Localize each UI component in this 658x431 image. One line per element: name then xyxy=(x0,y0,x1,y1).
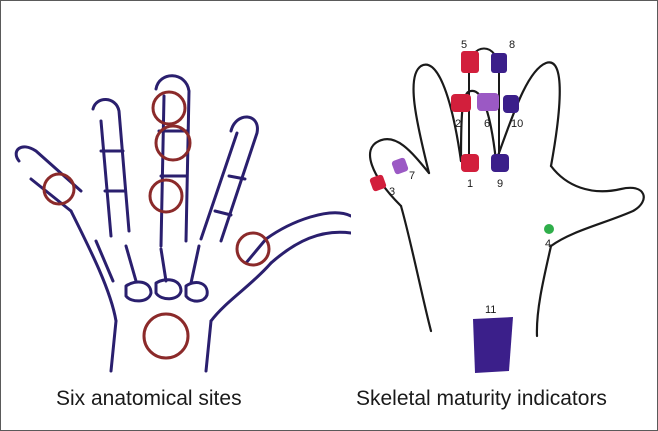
label-5: 5 xyxy=(461,39,467,51)
label-6: 6 xyxy=(484,118,490,130)
indicator-2 xyxy=(451,94,471,112)
indicator-1 xyxy=(461,154,479,172)
indicator-10 xyxy=(503,95,519,113)
indicator-9 xyxy=(491,154,509,172)
right-panel: 5 8 2 6 10 1 9 3 7 4 11 xyxy=(351,1,657,381)
label-9: 9 xyxy=(497,178,503,190)
indicator-markers xyxy=(369,49,554,374)
site-circle-thumb xyxy=(237,233,269,265)
indicator-3 xyxy=(369,174,387,192)
site-circle-middle-distal xyxy=(153,92,185,124)
label-8: 8 xyxy=(509,39,515,51)
left-caption: Six anatomical sites xyxy=(56,387,242,411)
label-3: 3 xyxy=(389,186,395,198)
skeletal-hand-illustration xyxy=(1,1,351,381)
right-caption: Skeletal maturity indicators xyxy=(356,387,607,411)
left-panel xyxy=(1,1,351,381)
label-10: 10 xyxy=(511,118,523,130)
label-2: 2 xyxy=(455,118,461,130)
label-11: 11 xyxy=(485,304,496,316)
label-4: 4 xyxy=(545,238,551,250)
label-1: 1 xyxy=(467,178,473,190)
hand-outline xyxy=(16,76,351,371)
indicator-11 xyxy=(473,317,513,373)
site-circle-metacarpal xyxy=(150,180,182,212)
indicator-5 xyxy=(461,51,479,73)
indicator-7 xyxy=(391,157,409,175)
maturity-hand-illustration: 5 8 2 6 10 1 9 3 7 4 11 xyxy=(351,1,657,381)
indicator-4 xyxy=(544,224,554,234)
indicator-6 xyxy=(477,93,499,111)
site-circle-wrist xyxy=(144,314,188,358)
indicator-8 xyxy=(491,53,507,73)
label-7: 7 xyxy=(409,170,415,182)
